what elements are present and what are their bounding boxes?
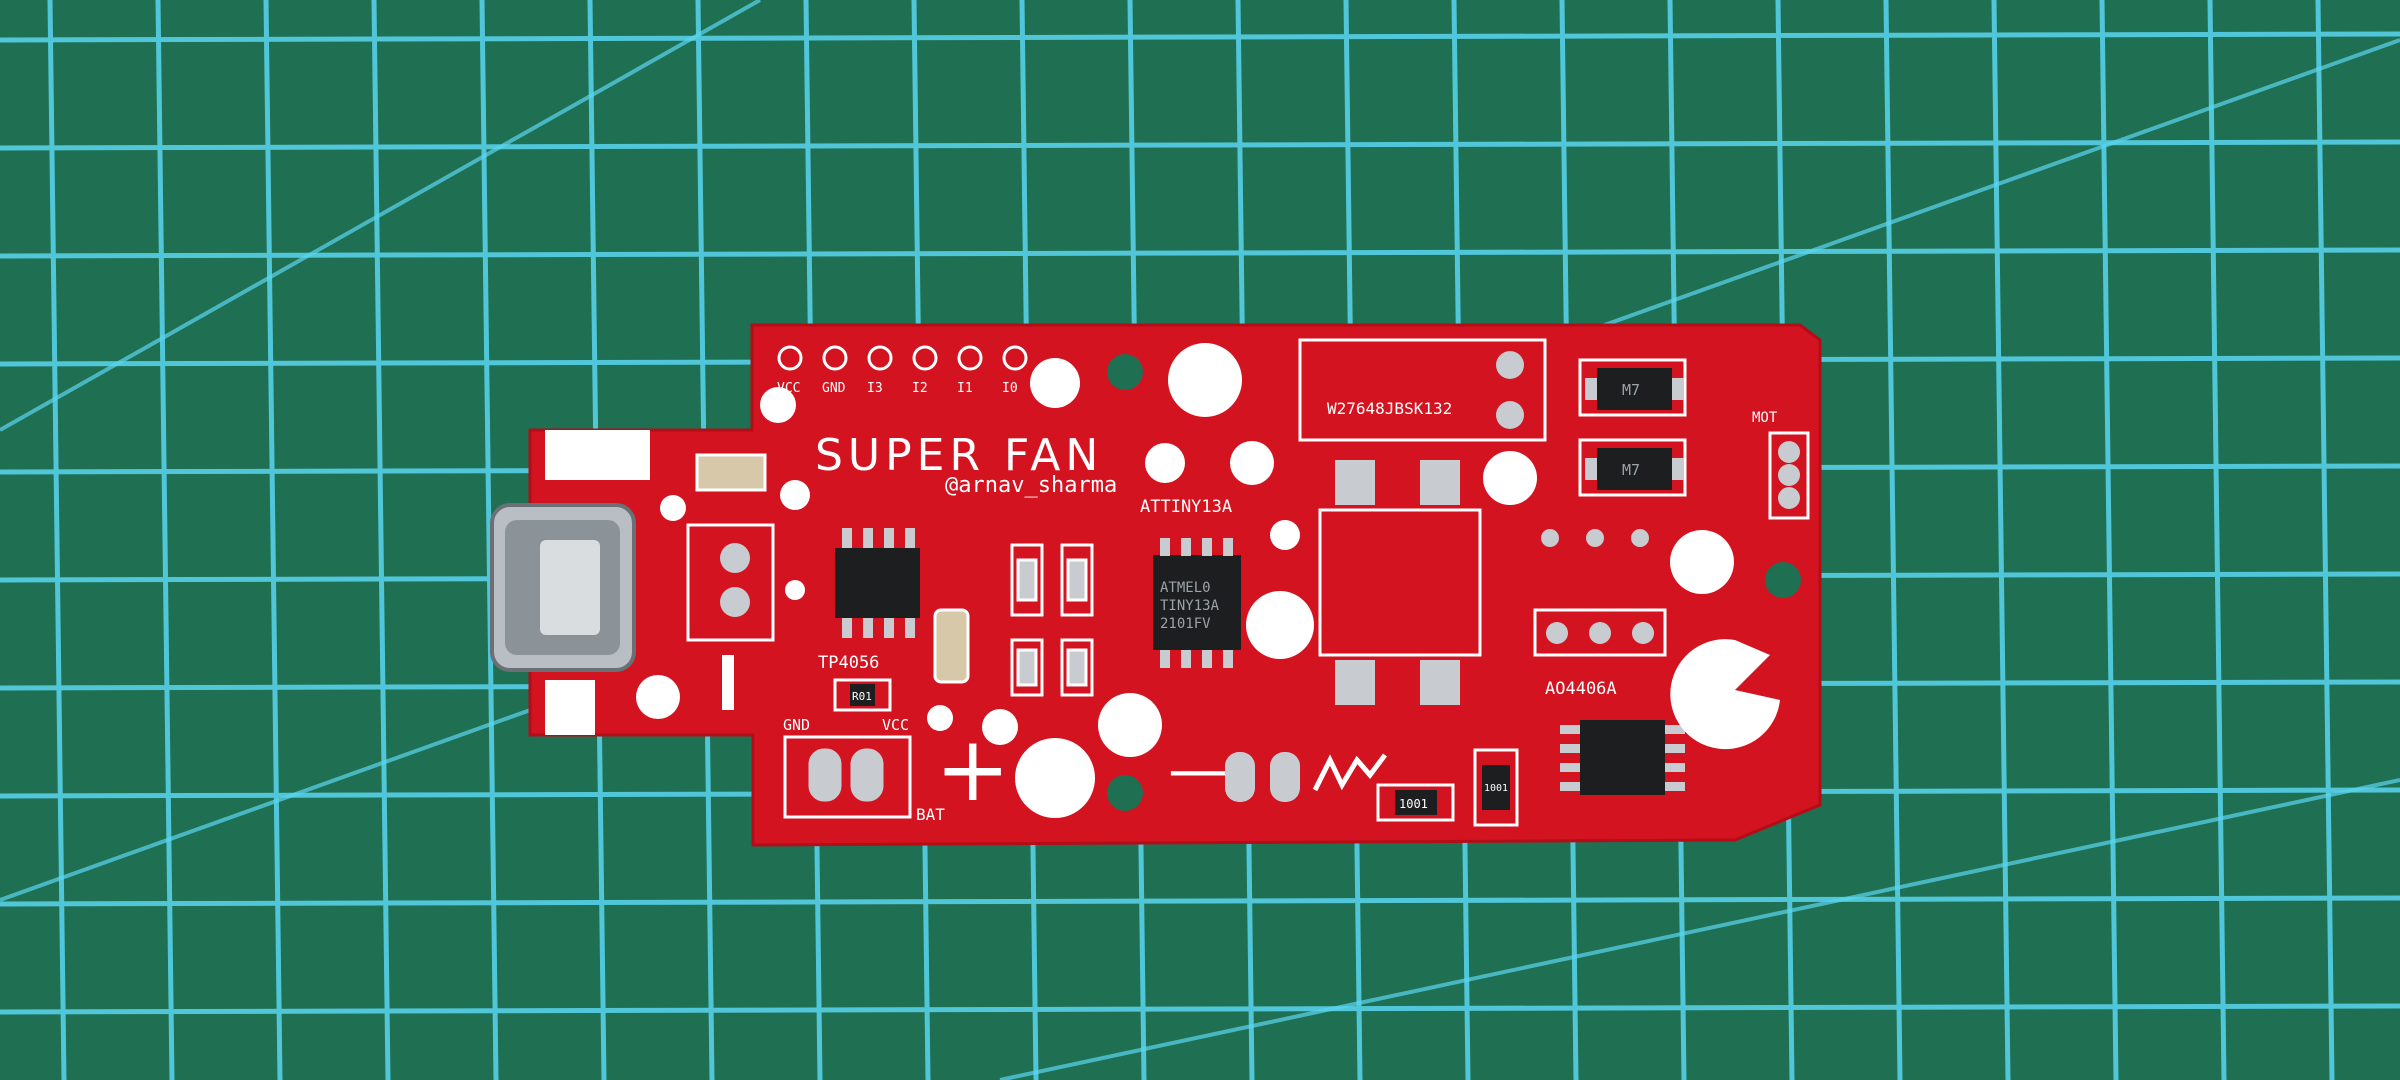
header-pin-label: GND bbox=[822, 381, 846, 396]
header-pin-pad bbox=[957, 345, 983, 371]
mat-grid-line bbox=[0, 1003, 2400, 1015]
mat-grid-line bbox=[263, 0, 283, 1080]
header-pin-pad bbox=[912, 345, 938, 371]
header-pin-label: I2 bbox=[912, 381, 928, 396]
resistor-1001-mid: 1001 bbox=[1376, 783, 1455, 822]
diode-bottom-marking: M7 bbox=[1622, 461, 1640, 479]
mosfet-label: AO4406A bbox=[1545, 679, 1617, 699]
mat-grid-line bbox=[0, 31, 2400, 43]
silk-dots bbox=[636, 343, 1780, 818]
header-pin-label: I1 bbox=[957, 381, 973, 396]
mat-grid-line bbox=[0, 247, 2400, 259]
small-passives bbox=[695, 453, 1094, 697]
mcu-marking-line-3: 2101FV bbox=[1160, 616, 1211, 632]
attiny13a-chip: ATMEL0 TINY13A 2101FV bbox=[1153, 538, 1241, 668]
resistor-1001-right: 1001 bbox=[1473, 748, 1519, 827]
minus-sign: — bbox=[1168, 735, 1228, 805]
resistor-r01: R01 bbox=[833, 678, 892, 712]
mat-grid-line bbox=[0, 139, 2400, 151]
resistor-r01-marking: R01 bbox=[852, 690, 872, 703]
header-pin-pad bbox=[867, 345, 893, 371]
diode-top: M7 bbox=[1578, 358, 1687, 417]
battery-pin-vcc: VCC bbox=[882, 716, 909, 734]
pcb-board: VCC GND I3 I2 I1 I0 SUPER FAN @arnav_sharma A… bbox=[490, 323, 1822, 847]
mat-grid-line bbox=[155, 0, 175, 1080]
header-pin-pad bbox=[822, 345, 848, 371]
ao4406a-chip bbox=[1560, 720, 1685, 795]
mcu-marking-line-2: TINY13A bbox=[1160, 598, 1220, 614]
charger-label: TP4056 bbox=[818, 653, 879, 673]
header-pin-label: I0 bbox=[1002, 381, 1018, 396]
header-pin-label: I3 bbox=[867, 381, 883, 396]
author-label: @arnav_sharma bbox=[945, 473, 1117, 498]
motor-part-label: W27648JBSK132 bbox=[1327, 399, 1452, 418]
copper-plane bbox=[1318, 460, 1482, 705]
switch-footprint bbox=[686, 523, 775, 710]
header-pin-pad bbox=[777, 345, 803, 371]
speed-pads bbox=[1225, 752, 1387, 802]
mat-grid-line bbox=[371, 0, 391, 1080]
motor-label: MOT bbox=[1752, 410, 1778, 426]
diode-top-marking: M7 bbox=[1622, 381, 1640, 399]
mat-grid-line bbox=[47, 0, 67, 1080]
usb-c-connector bbox=[490, 430, 650, 735]
mat-grid-line bbox=[0, 895, 2400, 907]
battery-connector bbox=[783, 735, 912, 819]
resistor-right-marking: 1001 bbox=[1484, 783, 1508, 794]
resistor-mid-marking: 1001 bbox=[1399, 797, 1428, 811]
battery-label: BAT bbox=[916, 805, 945, 824]
battery-pin-gnd: GND bbox=[783, 716, 810, 734]
motor-footprint bbox=[1298, 338, 1810, 520]
mcu-marking-line-1: ATMEL0 bbox=[1160, 580, 1211, 596]
diode-bottom: M7 bbox=[1578, 438, 1687, 497]
mcu-label: ATTINY13A bbox=[1140, 497, 1232, 517]
tp4056-chip bbox=[835, 528, 920, 638]
mat-grid-line bbox=[479, 0, 499, 1080]
mounting-holes bbox=[1107, 354, 1801, 811]
board-title: SUPER FAN bbox=[815, 430, 1103, 481]
via-rows bbox=[1533, 529, 1667, 657]
header-pin-pad bbox=[1002, 345, 1028, 371]
